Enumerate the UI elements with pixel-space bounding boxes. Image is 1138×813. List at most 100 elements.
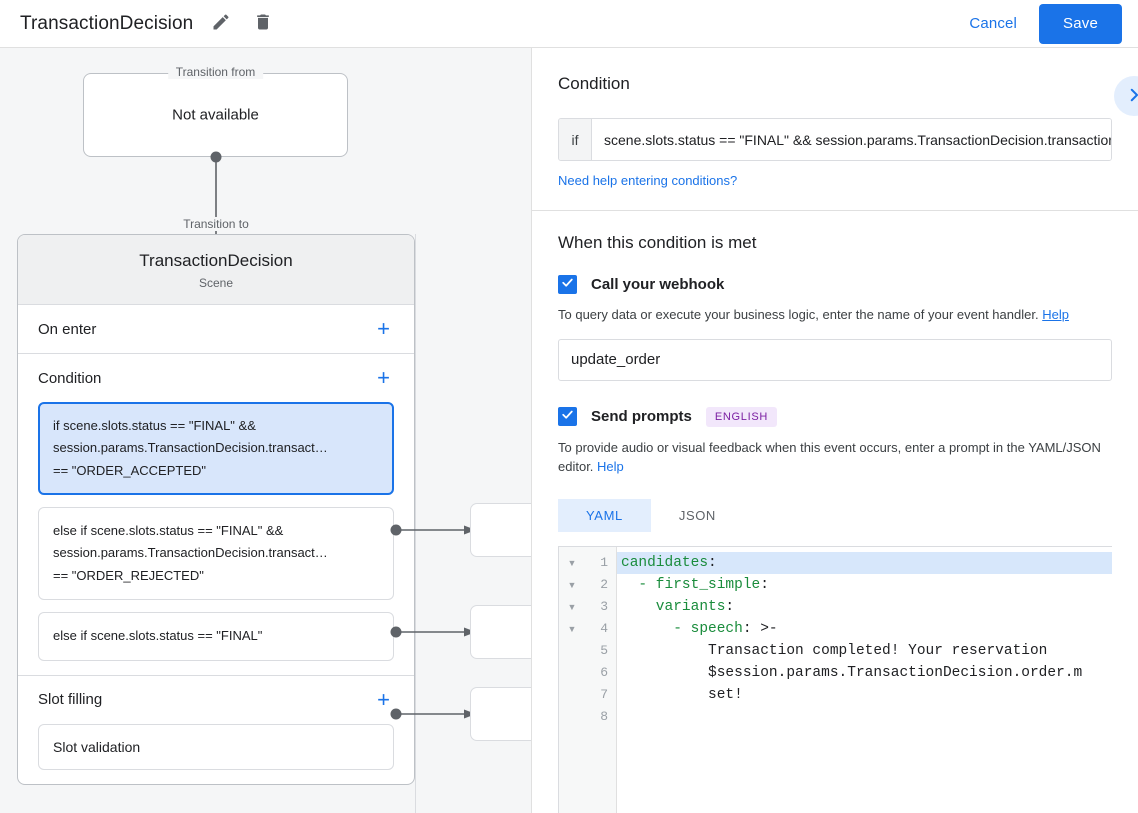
call-webhook-description: To query data or execute your business l… xyxy=(558,305,1112,325)
call-webhook-row: Call your webhook xyxy=(558,275,1112,294)
code-line[interactable] xyxy=(617,706,1112,728)
code-token-punct: : xyxy=(760,576,769,593)
code-line[interactable]: - first_simple: xyxy=(617,574,1112,596)
fold-toggle-icon[interactable]: ▼ xyxy=(567,557,577,568)
code-token-text: set! xyxy=(621,686,743,703)
call-webhook-description-text: To query data or execute your business l… xyxy=(558,307,1039,322)
condition-card-1[interactable]: if scene.slots.status == "FINAL" && sess… xyxy=(38,402,394,496)
lane-divider xyxy=(415,234,416,813)
check-icon xyxy=(561,276,574,294)
condition-panel-heading: Condition xyxy=(558,74,630,93)
condition-3-arrow-icon xyxy=(390,708,476,720)
pencil-icon xyxy=(211,12,231,35)
prompt-code-editor[interactable]: ▼ ▼ ▼ ▼ 1 2 3 4 5 6 7 8 candidates: - first_simple… xyxy=(558,545,1112,813)
condition-1-arrow-icon xyxy=(390,524,476,536)
send-prompts-checkbox[interactable] xyxy=(558,407,577,426)
webhook-handler-input[interactable] xyxy=(558,338,1112,381)
code-line[interactable]: - speech: >- xyxy=(617,618,1112,640)
section-slot-filling: Slot filling + Slot validation xyxy=(18,676,414,784)
call-webhook-label: Call your webhook xyxy=(591,276,725,293)
flow-canvas[interactable]: Transition from Not available Transition… xyxy=(0,48,531,813)
line-number: 3 xyxy=(600,598,608,614)
code-line[interactable]: candidates: xyxy=(617,551,1112,574)
scene-name: TransactionDecision xyxy=(139,251,293,270)
top-bar: TransactionDecision Cancel Save xyxy=(0,0,1138,48)
code-token-key: - speech xyxy=(621,620,743,637)
transition-from-value: Not available xyxy=(172,106,259,124)
condition-card-3[interactable]: else if scene.slots.status == "FINAL" xyxy=(38,612,394,661)
scene-type: Scene xyxy=(198,276,234,290)
add-on-enter-button[interactable]: + xyxy=(373,316,394,342)
scene-header: TransactionDecision Scene xyxy=(18,235,414,305)
when-condition-met-heading: When this condition is met xyxy=(558,233,757,252)
code-line[interactable]: set! xyxy=(617,684,1112,706)
add-slot-filling-button[interactable]: + xyxy=(373,687,394,713)
condition-card-1-line3: == "ORDER_ACCEPTED" xyxy=(53,462,206,478)
fold-toggle-icon[interactable]: ▼ xyxy=(567,601,577,612)
add-condition-button[interactable]: + xyxy=(373,365,394,391)
call-webhook-help-link[interactable]: Help xyxy=(1042,307,1069,322)
trash-icon xyxy=(253,12,273,35)
editor-format-tabs: YAML JSON xyxy=(558,498,1112,532)
fold-toggle-icon xyxy=(559,662,585,684)
line-number: 7 xyxy=(600,686,608,702)
panel-divider xyxy=(532,210,1138,211)
condition-card-1-line2: session.params.TransactionDecision.trans… xyxy=(53,440,328,456)
tab-yaml[interactable]: YAML xyxy=(558,498,651,532)
code-token-punct: : xyxy=(725,598,735,615)
delete-button[interactable] xyxy=(249,10,277,38)
condition-title: Condition xyxy=(38,369,102,387)
condition-card-2[interactable]: else if scene.slots.status == "FINAL" &&… xyxy=(38,507,394,601)
chevron-right-icon xyxy=(1125,86,1138,107)
send-prompts-help-link[interactable]: Help xyxy=(597,459,624,474)
slot-filling-title: Slot filling xyxy=(38,691,103,709)
condition-card-2-line2: session.params.TransactionDecision.trans… xyxy=(53,545,328,561)
scene-card[interactable]: TransactionDecision Scene On enter + Con… xyxy=(17,234,415,785)
line-number: 4 xyxy=(600,620,608,636)
line-number: 1 xyxy=(600,554,608,570)
page-title: TransactionDecision xyxy=(20,12,194,34)
code-line[interactable]: Transaction completed! Your reservation xyxy=(617,640,1112,662)
code-token-key: - first_simple xyxy=(621,576,761,593)
code-line[interactable]: $session.params.TransactionDecision.orde… xyxy=(617,662,1112,684)
editor-line-numbers: 1 2 3 4 5 6 7 8 xyxy=(585,546,617,813)
editor-fold-gutter[interactable]: ▼ ▼ ▼ ▼ xyxy=(559,546,585,813)
tab-json[interactable]: JSON xyxy=(651,499,744,532)
target-node-2[interactable] xyxy=(470,605,531,659)
target-node-3[interactable] xyxy=(470,687,531,741)
edit-button[interactable] xyxy=(207,10,235,38)
on-enter-header: On enter + xyxy=(38,305,394,353)
fold-toggle-icon xyxy=(559,640,585,662)
slot-validation-card[interactable]: Slot validation xyxy=(38,723,394,770)
section-condition: Condition + if scene.slots.status == "FI… xyxy=(18,354,414,676)
line-number: 8 xyxy=(600,708,608,724)
editor-code-area[interactable]: candidates: - first_simple: variants: - … xyxy=(617,547,1112,813)
transition-from-legend: Transition from xyxy=(167,65,264,79)
on-enter-title: On enter xyxy=(38,320,97,338)
send-prompts-description: To provide audio or visual feedback when… xyxy=(558,438,1112,477)
condition-card-2-line3: == "ORDER_REJECTED" xyxy=(53,567,204,583)
target-node-1[interactable] xyxy=(470,503,531,557)
condition-card-3-line1: else if scene.slots.status == "FINAL" xyxy=(53,628,263,644)
condition-help-link[interactable]: Need help entering conditions? xyxy=(558,173,738,188)
code-token-key: candidates xyxy=(621,554,709,571)
condition-header: Condition + xyxy=(38,354,394,402)
check-icon xyxy=(561,408,574,426)
cancel-button[interactable]: Cancel xyxy=(957,7,1029,40)
line-number: 6 xyxy=(600,664,608,680)
condition-expression-input[interactable]: scene.slots.status == "FINAL" && session… xyxy=(592,119,1111,160)
call-webhook-checkbox[interactable] xyxy=(558,275,577,294)
line-number: 2 xyxy=(600,576,608,592)
condition-2-arrow-icon xyxy=(390,626,476,638)
line-number: 5 xyxy=(600,642,608,658)
when-condition-met-section: When this condition is met Call your web… xyxy=(532,211,1138,813)
fold-toggle-icon xyxy=(559,684,585,706)
save-button[interactable]: Save xyxy=(1039,3,1122,44)
transition-from-card[interactable]: Transition from Not available xyxy=(83,65,348,157)
code-line[interactable]: variants: xyxy=(617,596,1112,618)
expand-panel-button[interactable] xyxy=(1114,76,1138,116)
fold-toggle-icon[interactable]: ▼ xyxy=(567,579,577,590)
fold-toggle-icon[interactable]: ▼ xyxy=(567,623,577,634)
code-token-key: variants xyxy=(621,598,726,615)
condition-input-row[interactable]: if scene.slots.status == "FINAL" && sess… xyxy=(558,118,1112,161)
